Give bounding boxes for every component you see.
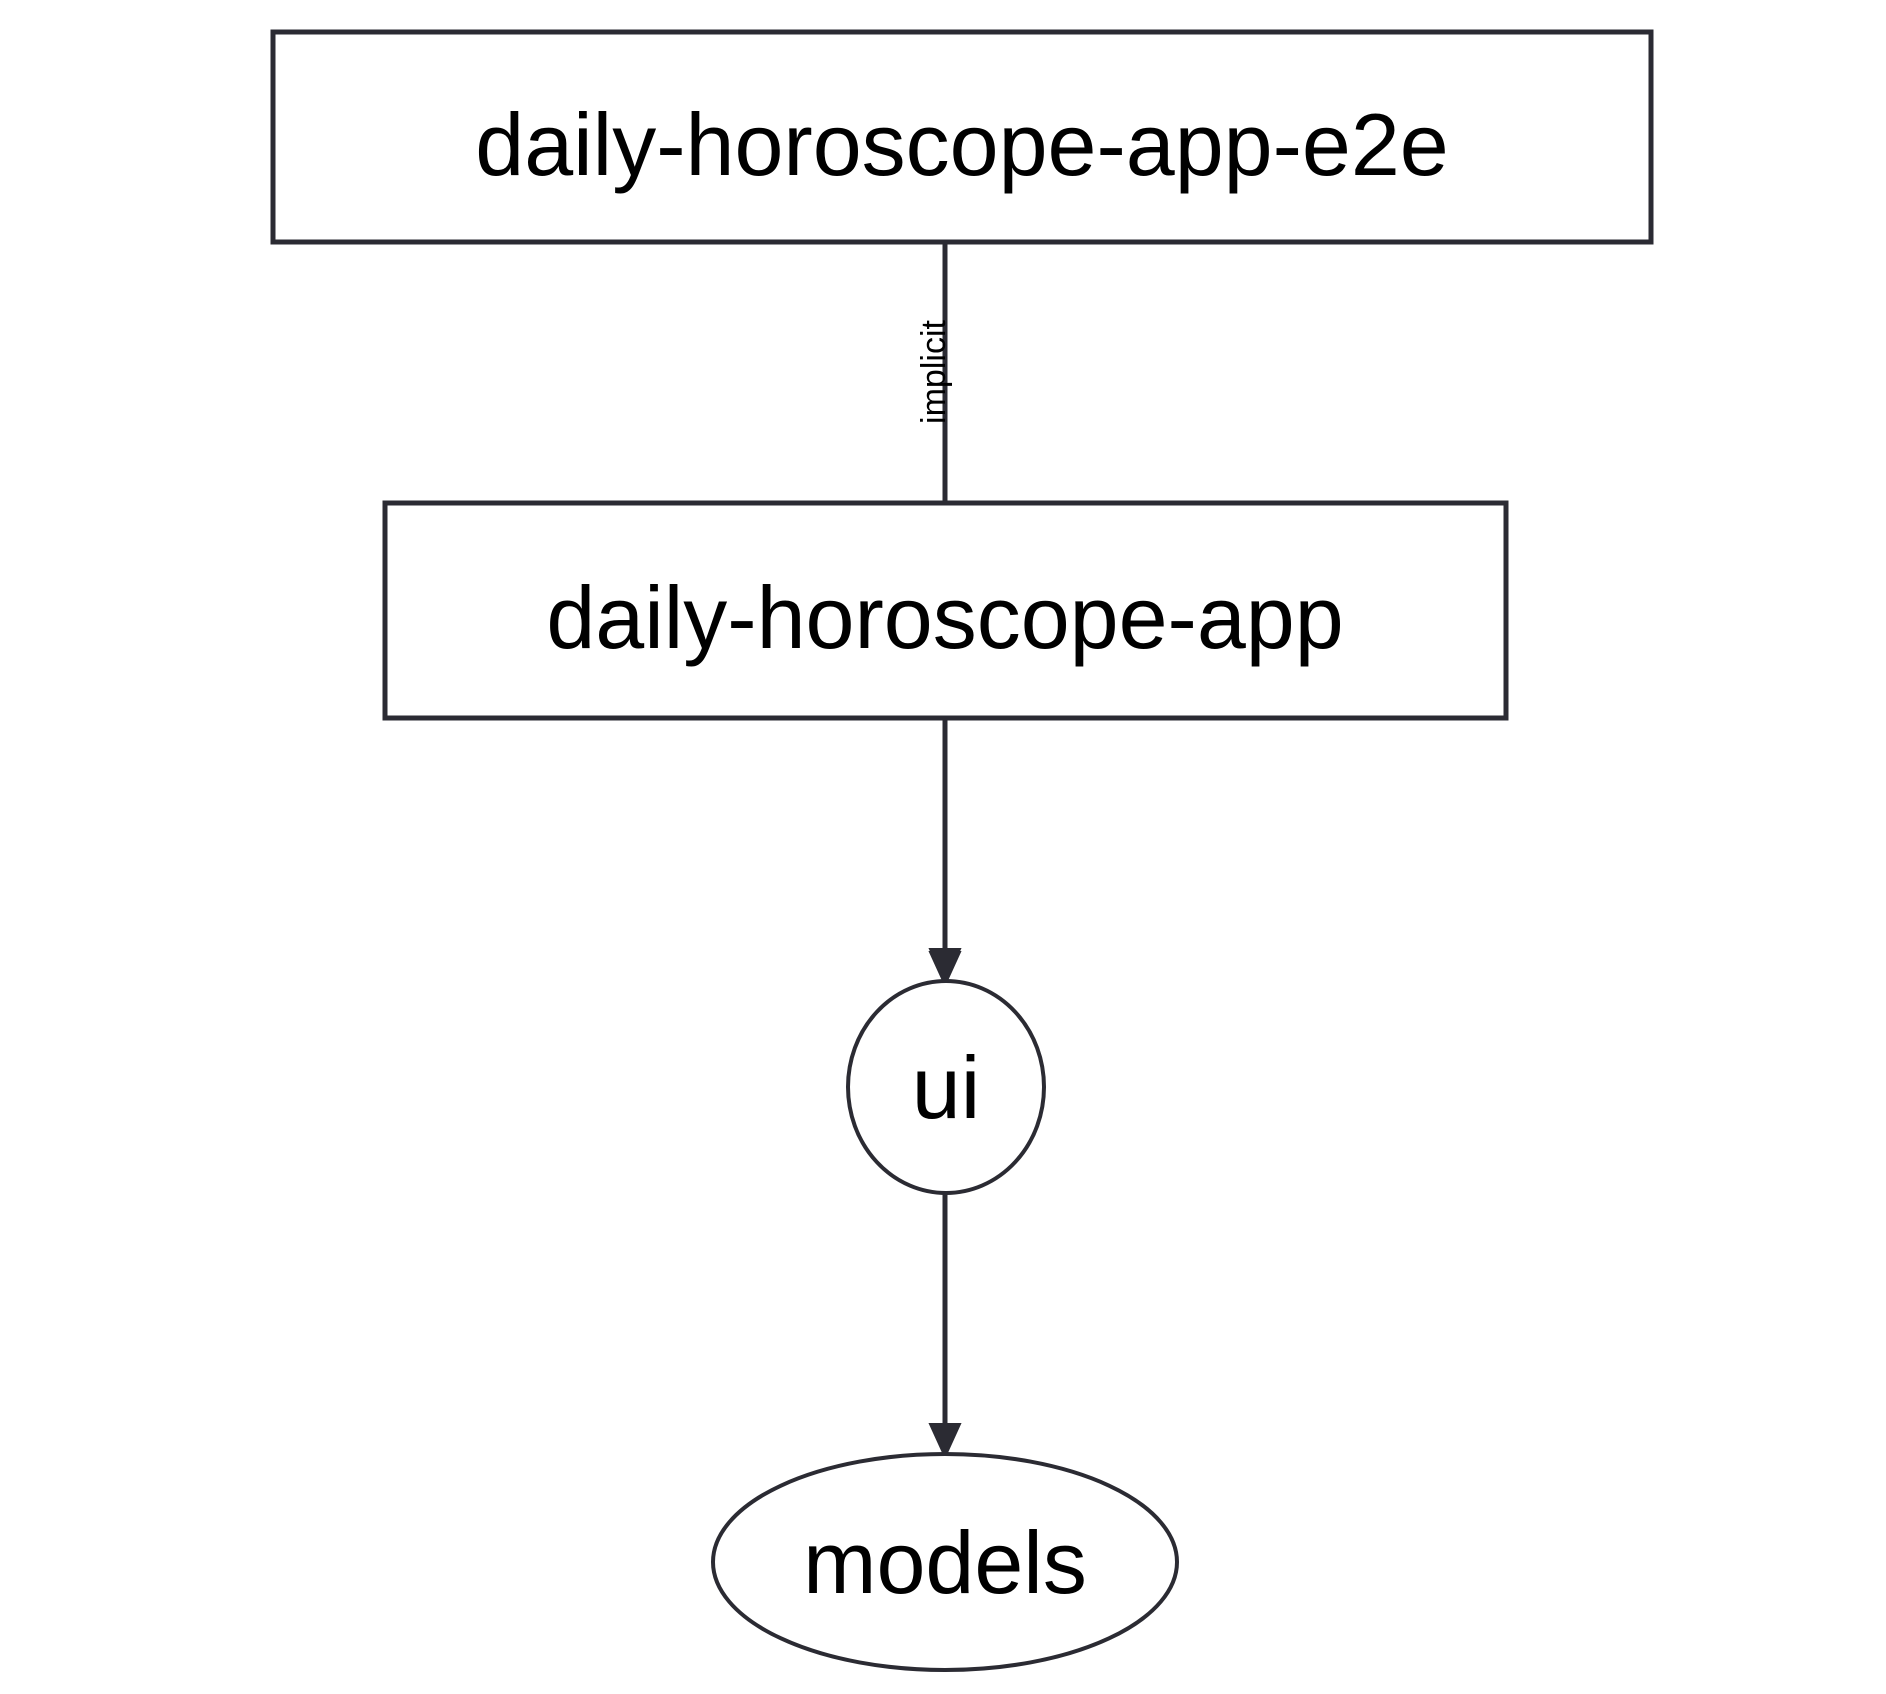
node-rect-e2e[interactable] (270, 29, 1654, 245)
node-ui[interactable]: ui (846, 979, 1046, 1195)
edge-label-implicit: implicit (915, 320, 953, 424)
edge-ui-to-models[interactable] (928, 1193, 962, 1460)
node-label-e2e: daily-horoscope-app-e2e (475, 95, 1449, 194)
edge-arrowhead-ui-to-models (928, 1423, 962, 1460)
node-models[interactable]: models (711, 1452, 1179, 1672)
node-daily-horoscope-app-e2e[interactable]: daily-horoscope-app-e2e (270, 29, 1654, 245)
node-rect-app[interactable] (382, 500, 1509, 721)
node-label-models: models (803, 1513, 1087, 1612)
node-daily-horoscope-app[interactable]: daily-horoscope-app (382, 500, 1509, 721)
node-label-ui: ui (912, 1038, 981, 1137)
node-ellipse-models[interactable] (711, 1452, 1179, 1672)
node-label-app: daily-horoscope-app (546, 568, 1343, 667)
edge-app-to-ui[interactable] (928, 718, 962, 985)
edge-arrowhead-app-to-ui (928, 948, 962, 985)
